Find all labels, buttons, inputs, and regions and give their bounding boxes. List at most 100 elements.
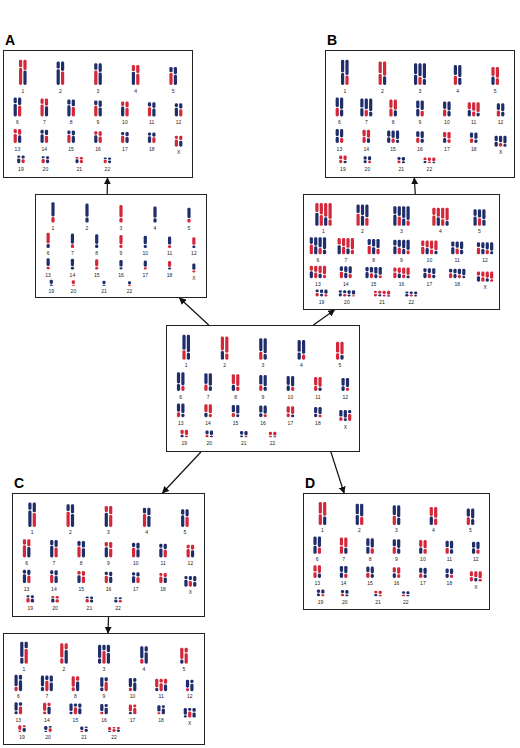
chromosome-arm: [458, 269, 461, 275]
chromosome-arm: [426, 248, 429, 254]
chromosome-arm: [441, 208, 444, 219]
chromosome-arm: [175, 140, 178, 147]
chromosome-arm: [209, 373, 212, 385]
chromosome-arm: [416, 109, 419, 116]
chromosome-arm: [453, 269, 456, 274]
chromosome-arm: [407, 221, 410, 226]
chromosome-arm: [179, 109, 182, 116]
chromosome-arm: [314, 237, 317, 246]
chromosome-arm: [132, 65, 135, 71]
chromosome-arm: [14, 675, 17, 687]
chromosome-arm: [187, 353, 190, 360]
chromosome-arm: [397, 157, 400, 160]
chromosome-arm: [157, 712, 160, 714]
chromosome-arm: [19, 68, 22, 85]
chromosome-arm: [387, 137, 390, 143]
chromosome-number: 19: [27, 605, 33, 611]
chromosome-arm: [56, 596, 59, 599]
chromosome-arm: [446, 208, 449, 221]
chromosome-number: 3: [97, 88, 100, 94]
chromosome-arm: [50, 546, 53, 558]
chromosome-arm: [396, 131, 399, 140]
chromosome-arm: [449, 273, 452, 278]
chromosome-number: 10: [420, 556, 426, 562]
chromosome-arm: [51, 202, 54, 216]
chromosome-number: 11: [158, 693, 163, 699]
chromosome-arm: [392, 131, 395, 138]
chromosome-arm: [490, 272, 493, 279]
chromosome-arm: [20, 658, 23, 664]
panel-letter: D: [305, 476, 315, 491]
chromosome-arm: [193, 582, 196, 587]
chromosome-number: X: [483, 284, 486, 290]
chromosome-arm: [329, 203, 332, 219]
chromosome-number: 13: [314, 580, 320, 586]
chromosome-arm: [133, 708, 136, 714]
chromosome-arm: [45, 106, 48, 116]
chromosome-number: 15: [367, 580, 373, 586]
chromosome-arm: [428, 158, 431, 161]
chromosome-arm: [187, 335, 190, 353]
chromosome-arm: [72, 136, 75, 143]
chromosome-arm: [298, 340, 301, 352]
chromosome-arm: [43, 711, 46, 714]
chromosome-arm: [481, 272, 484, 277]
chromosome-arm: [374, 594, 377, 596]
chromosome-arm: [340, 98, 343, 109]
arrow-connector: [180, 298, 209, 325]
chromosome-arm: [449, 269, 452, 273]
chromosome-arm: [71, 504, 74, 513]
chromosome-number: 15: [371, 281, 377, 287]
chromosome-arm: [414, 295, 417, 296]
chromosome-arm: [368, 246, 371, 255]
chromosome-arm: [104, 160, 107, 163]
chromosome-arm: [348, 295, 351, 297]
chromosome-arm: [119, 205, 122, 217]
chromosome-number: 12: [187, 693, 193, 699]
chromosome-arm: [341, 386, 344, 391]
chromosome-arm: [109, 506, 112, 514]
chromosome-arm: [383, 291, 386, 294]
chromosome-arm: [105, 547, 108, 557]
chromosome-arm: [160, 683, 163, 691]
chromosome-arm: [315, 213, 318, 226]
chromosome-number: 14: [343, 281, 349, 287]
chromosome-arm: [72, 285, 75, 286]
chromosome-arm: [383, 62, 386, 76]
chromosome-arm: [47, 703, 50, 706]
chromosome-arm: [340, 546, 343, 554]
chromosome-arm: [50, 540, 53, 545]
chromosome-arm: [98, 659, 101, 664]
chromosome-arm: [416, 138, 419, 143]
chromosome-arm: [462, 269, 465, 276]
chromosome-arm: [180, 435, 183, 437]
chromosome-number: 19: [19, 734, 25, 740]
chromosome-arm: [187, 208, 190, 218]
chromosome-arm: [240, 435, 243, 437]
chromosome-arm: [269, 432, 272, 435]
chromosome-arm: [446, 548, 449, 554]
chromosome-arm: [179, 136, 182, 140]
chromosome-arm: [133, 705, 136, 708]
chromosome-number: 11: [167, 250, 172, 256]
chromosome-number: 18: [160, 586, 166, 592]
karyotype-panel: 123456789101112131415161718X19202122: [166, 325, 360, 452]
chromosome-arm: [189, 581, 192, 587]
chromosome-arm: [496, 78, 499, 85]
chromosome-number: 1: [31, 529, 34, 535]
chromosome-arm: [467, 508, 470, 516]
chromosome-arm: [314, 377, 317, 385]
chromosome-number: 18: [167, 272, 173, 278]
chromosome-arm: [51, 217, 54, 223]
chromosome-arm: [323, 516, 326, 525]
chromosome-arm: [51, 596, 54, 598]
chromosome-arm: [23, 725, 26, 727]
chromosome-arm: [23, 539, 26, 544]
chromosome-number: 2: [361, 228, 364, 234]
chromosome-illustration: [326, 51, 516, 179]
chromosome-arm: [67, 105, 70, 116]
chromosome-arm: [416, 100, 419, 108]
chromosome-arm: [210, 430, 213, 435]
chromosome-arm: [22, 159, 25, 163]
chromosome-arm: [181, 509, 184, 514]
